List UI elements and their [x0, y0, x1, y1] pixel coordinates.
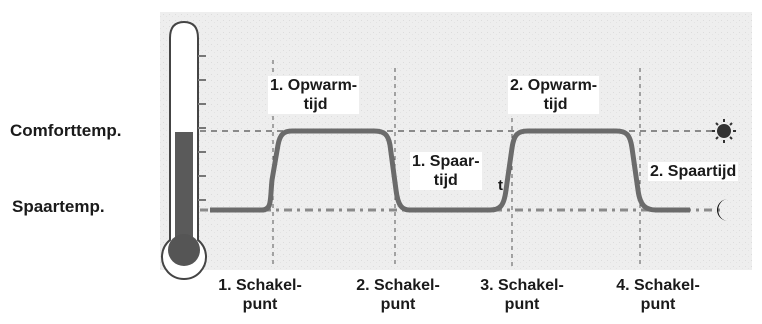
sun-icon — [712, 119, 736, 143]
phase-label-spaar-1-extra: t — [498, 177, 503, 194]
phase-label-spaar-2: 2. Spaartijd — [648, 162, 739, 181]
switch-point-label-2: 2. Schakel- punt — [356, 277, 440, 313]
switch-point-label-4: 4. Schakel- punt — [616, 277, 700, 313]
temperature-curve — [210, 128, 690, 213]
diagram-panel — [160, 12, 752, 270]
thermometer-icon — [161, 20, 207, 280]
phase-label-spaar-1: 1. Spaar- tijd — [410, 152, 482, 190]
switch-point-label-1: 1. Schakel- punt — [218, 277, 302, 313]
spaar-temp-label: Spaartemp. — [12, 197, 105, 216]
comfort-temp-label: Comforttemp. — [10, 121, 122, 140]
switch-point-label-3: 3. Schakel- punt — [480, 277, 564, 313]
phase-label-opwarm-1: 1. Opwarm- tijd — [268, 76, 360, 114]
phase-label-opwarm-2: 2. Opwarm- tijd — [508, 76, 600, 114]
